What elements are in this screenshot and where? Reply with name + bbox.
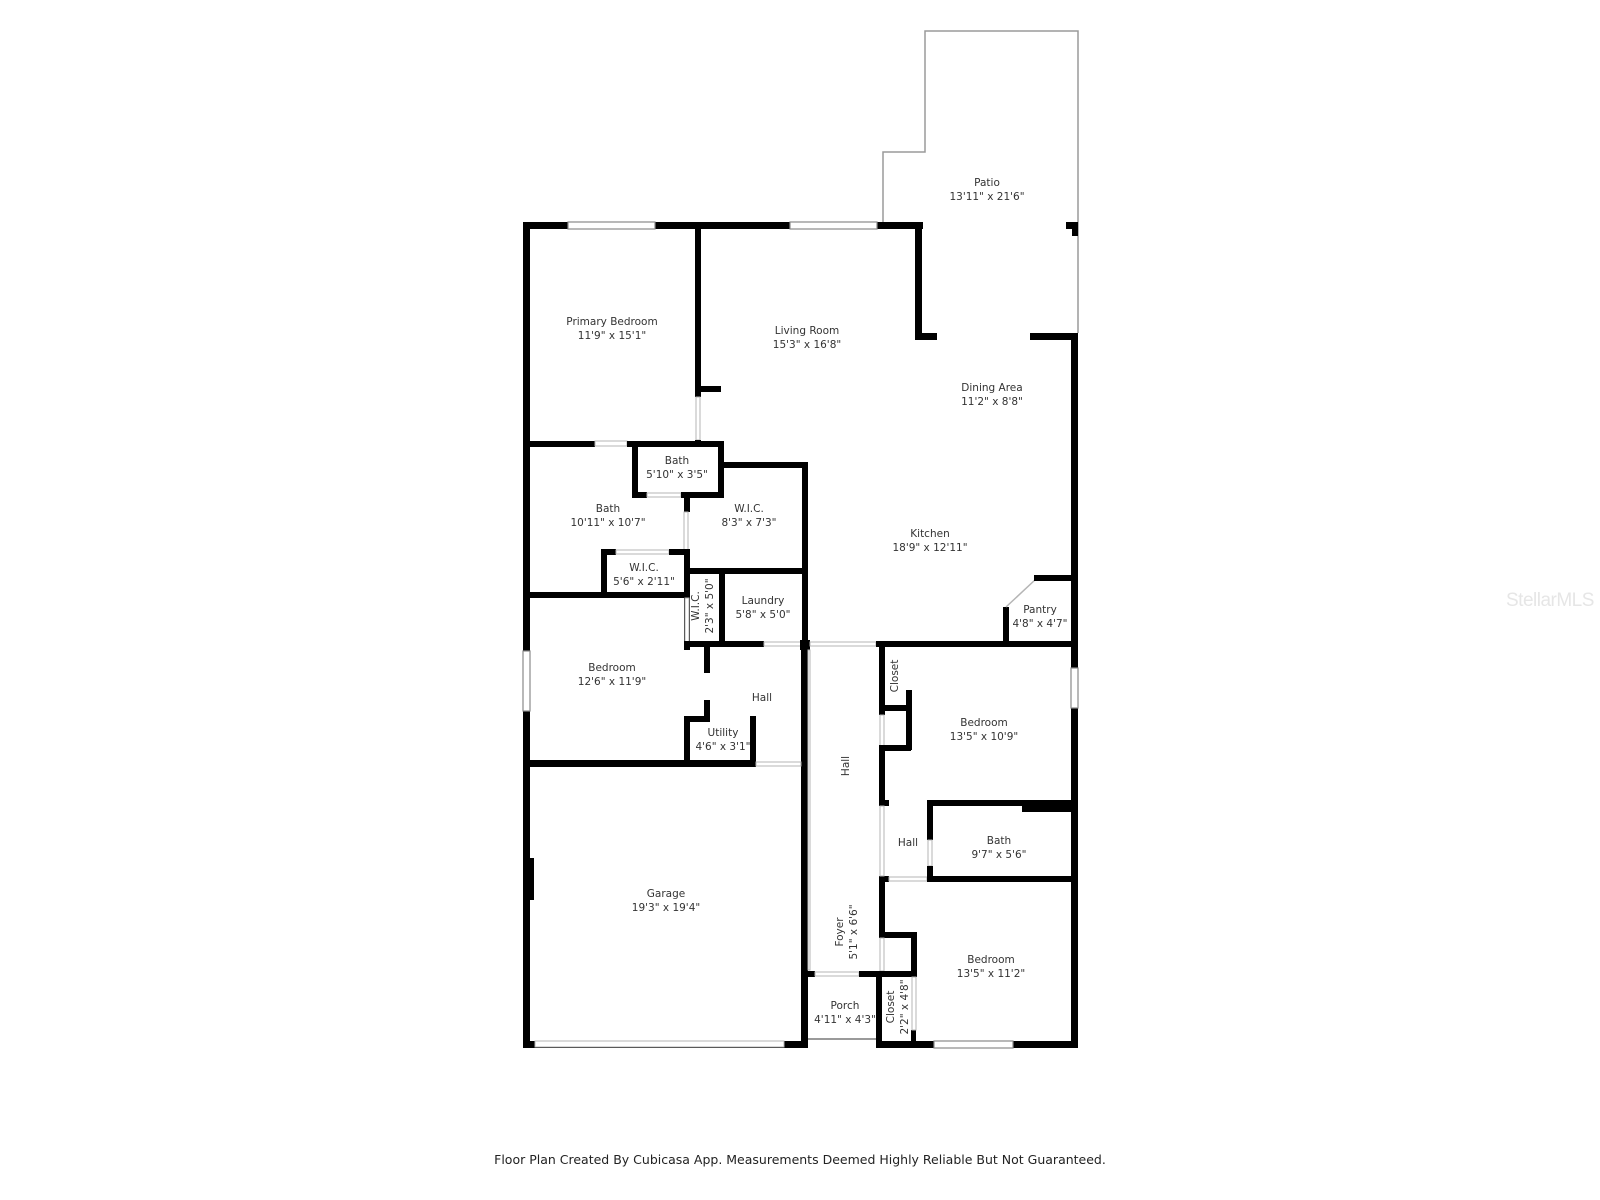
room-label-bedroom-4: Bedroom 13'5" x 11'2" (957, 954, 1025, 980)
room-name: Porch (831, 1000, 860, 1012)
room-name: Dining Area (961, 382, 1022, 394)
room-name: W.I.C. (734, 503, 764, 515)
room-dims: 5'8" x 5'0" (735, 609, 790, 621)
room-name: Hall (898, 837, 918, 849)
room-name: Hall (752, 692, 772, 704)
room-name: Foyer (834, 917, 846, 947)
room-label-dining-area: Dining Area 11'2" x 8'8" (961, 382, 1023, 408)
room-label-laundry: Laundry 5'8" x 5'0" (735, 595, 790, 621)
room-label-bedroom-2: Bedroom 12'6" x 11'9" (578, 662, 646, 688)
room-dims: 5'1" x 6'6" (848, 904, 860, 959)
room-label-primary-bedroom: Primary Bedroom 11'9" x 15'1" (566, 316, 657, 342)
room-dims: 13'11" x 21'6" (949, 191, 1024, 203)
room-label-living-room: Living Room 15'3" x 16'8" (773, 325, 841, 351)
room-dims: 12'6" x 11'9" (578, 676, 646, 688)
room-label-bedroom-3: Bedroom 13'5" x 10'9" (950, 717, 1018, 743)
room-dims: 2'3" x 5'0" (704, 578, 716, 633)
room-dims: 5'6" x 2'11" (613, 576, 675, 588)
room-name: Living Room (775, 325, 839, 337)
room-dims: 19'3" x 19'4" (632, 902, 700, 914)
footer-disclaimer: Floor Plan Created By Cubicasa App. Meas… (494, 1152, 1106, 1167)
room-name: W.I.C. (690, 591, 702, 621)
room-dims: 8'3" x 7'3" (721, 517, 776, 529)
watermark: StellarMLS (1506, 590, 1594, 611)
room-dims: 15'3" x 16'8" (773, 339, 841, 351)
room-label-pantry: Pantry 4'8" x 4'7" (1012, 604, 1067, 630)
room-label-hall-east: Hall (898, 837, 918, 849)
room-label-porch: Porch 4'11" x 4'3" (814, 1000, 876, 1026)
room-label-garage: Garage 19'3" x 19'4" (632, 888, 700, 914)
room-label-wic-small: W.I.C. 5'6" x 2'11" (613, 562, 675, 588)
room-label-bath-hall: Bath 9'7" x 5'6" (971, 835, 1026, 861)
room-label-wic-narrow: W.I.C. 2'3" x 5'0" (690, 578, 716, 633)
room-dims: 13'5" x 10'9" (950, 731, 1018, 743)
room-dims: 4'6" x 3'1" (695, 741, 750, 753)
room-label-foyer: Foyer 5'1" x 6'6" (834, 904, 860, 959)
patio-outline (882, 30, 1079, 333)
room-dims: 18'9" x 12'11" (892, 542, 967, 554)
room-name: W.I.C. (629, 562, 659, 574)
room-label-kitchen: Kitchen 18'9" x 12'11" (892, 528, 967, 554)
room-dims: 5'10" x 3'5" (646, 469, 708, 481)
room-label-hall-center: Hall (840, 756, 852, 776)
room-name: Laundry (742, 595, 785, 607)
room-label-bath-primary: Bath 10'11" x 10'7" (570, 503, 645, 529)
room-name: Utility (708, 727, 739, 739)
room-name: Bedroom (960, 717, 1008, 729)
room-name: Bath (987, 835, 1011, 847)
room-label-closet-east: Closet (889, 660, 901, 693)
room-name: Hall (840, 756, 852, 776)
room-label-wic-large: W.I.C. 8'3" x 7'3" (721, 503, 776, 529)
room-label-patio: Patio 13'11" x 21'6" (949, 177, 1024, 203)
room-dims: 11'9" x 15'1" (578, 330, 646, 342)
room-dims: 9'7" x 5'6" (971, 849, 1026, 861)
room-name: Bedroom (588, 662, 636, 674)
room-dims: 10'11" x 10'7" (570, 517, 645, 529)
room-name: Bedroom (967, 954, 1015, 966)
room-name: Garage (647, 888, 685, 900)
room-name: Primary Bedroom (566, 316, 657, 328)
room-name: Closet (889, 660, 901, 693)
room-name: Patio (974, 177, 1000, 189)
room-dims: 11'2" x 8'8" (961, 396, 1023, 408)
room-dims: 13'5" x 11'2" (957, 968, 1025, 980)
room-label-hall-west: Hall (752, 692, 772, 704)
exterior-walls (522, 221, 1079, 1049)
room-name: Pantry (1023, 604, 1057, 616)
room-name: Bath (665, 455, 689, 467)
interior-walls (530, 222, 1078, 1048)
room-name: Bath (596, 503, 620, 515)
room-name: Kitchen (910, 528, 949, 540)
room-label-closet-small: Closet 2'2" x 4'8" (885, 979, 911, 1034)
room-label-bath-small: Bath 5'10" x 3'5" (646, 455, 708, 481)
room-dims: 2'2" x 4'8" (899, 979, 911, 1034)
room-dims: 4'11" x 4'3" (814, 1014, 876, 1026)
room-dims: 4'8" x 4'7" (1012, 618, 1067, 630)
room-label-utility: Utility 4'6" x 3'1" (695, 727, 750, 753)
room-name: Closet (885, 991, 897, 1024)
